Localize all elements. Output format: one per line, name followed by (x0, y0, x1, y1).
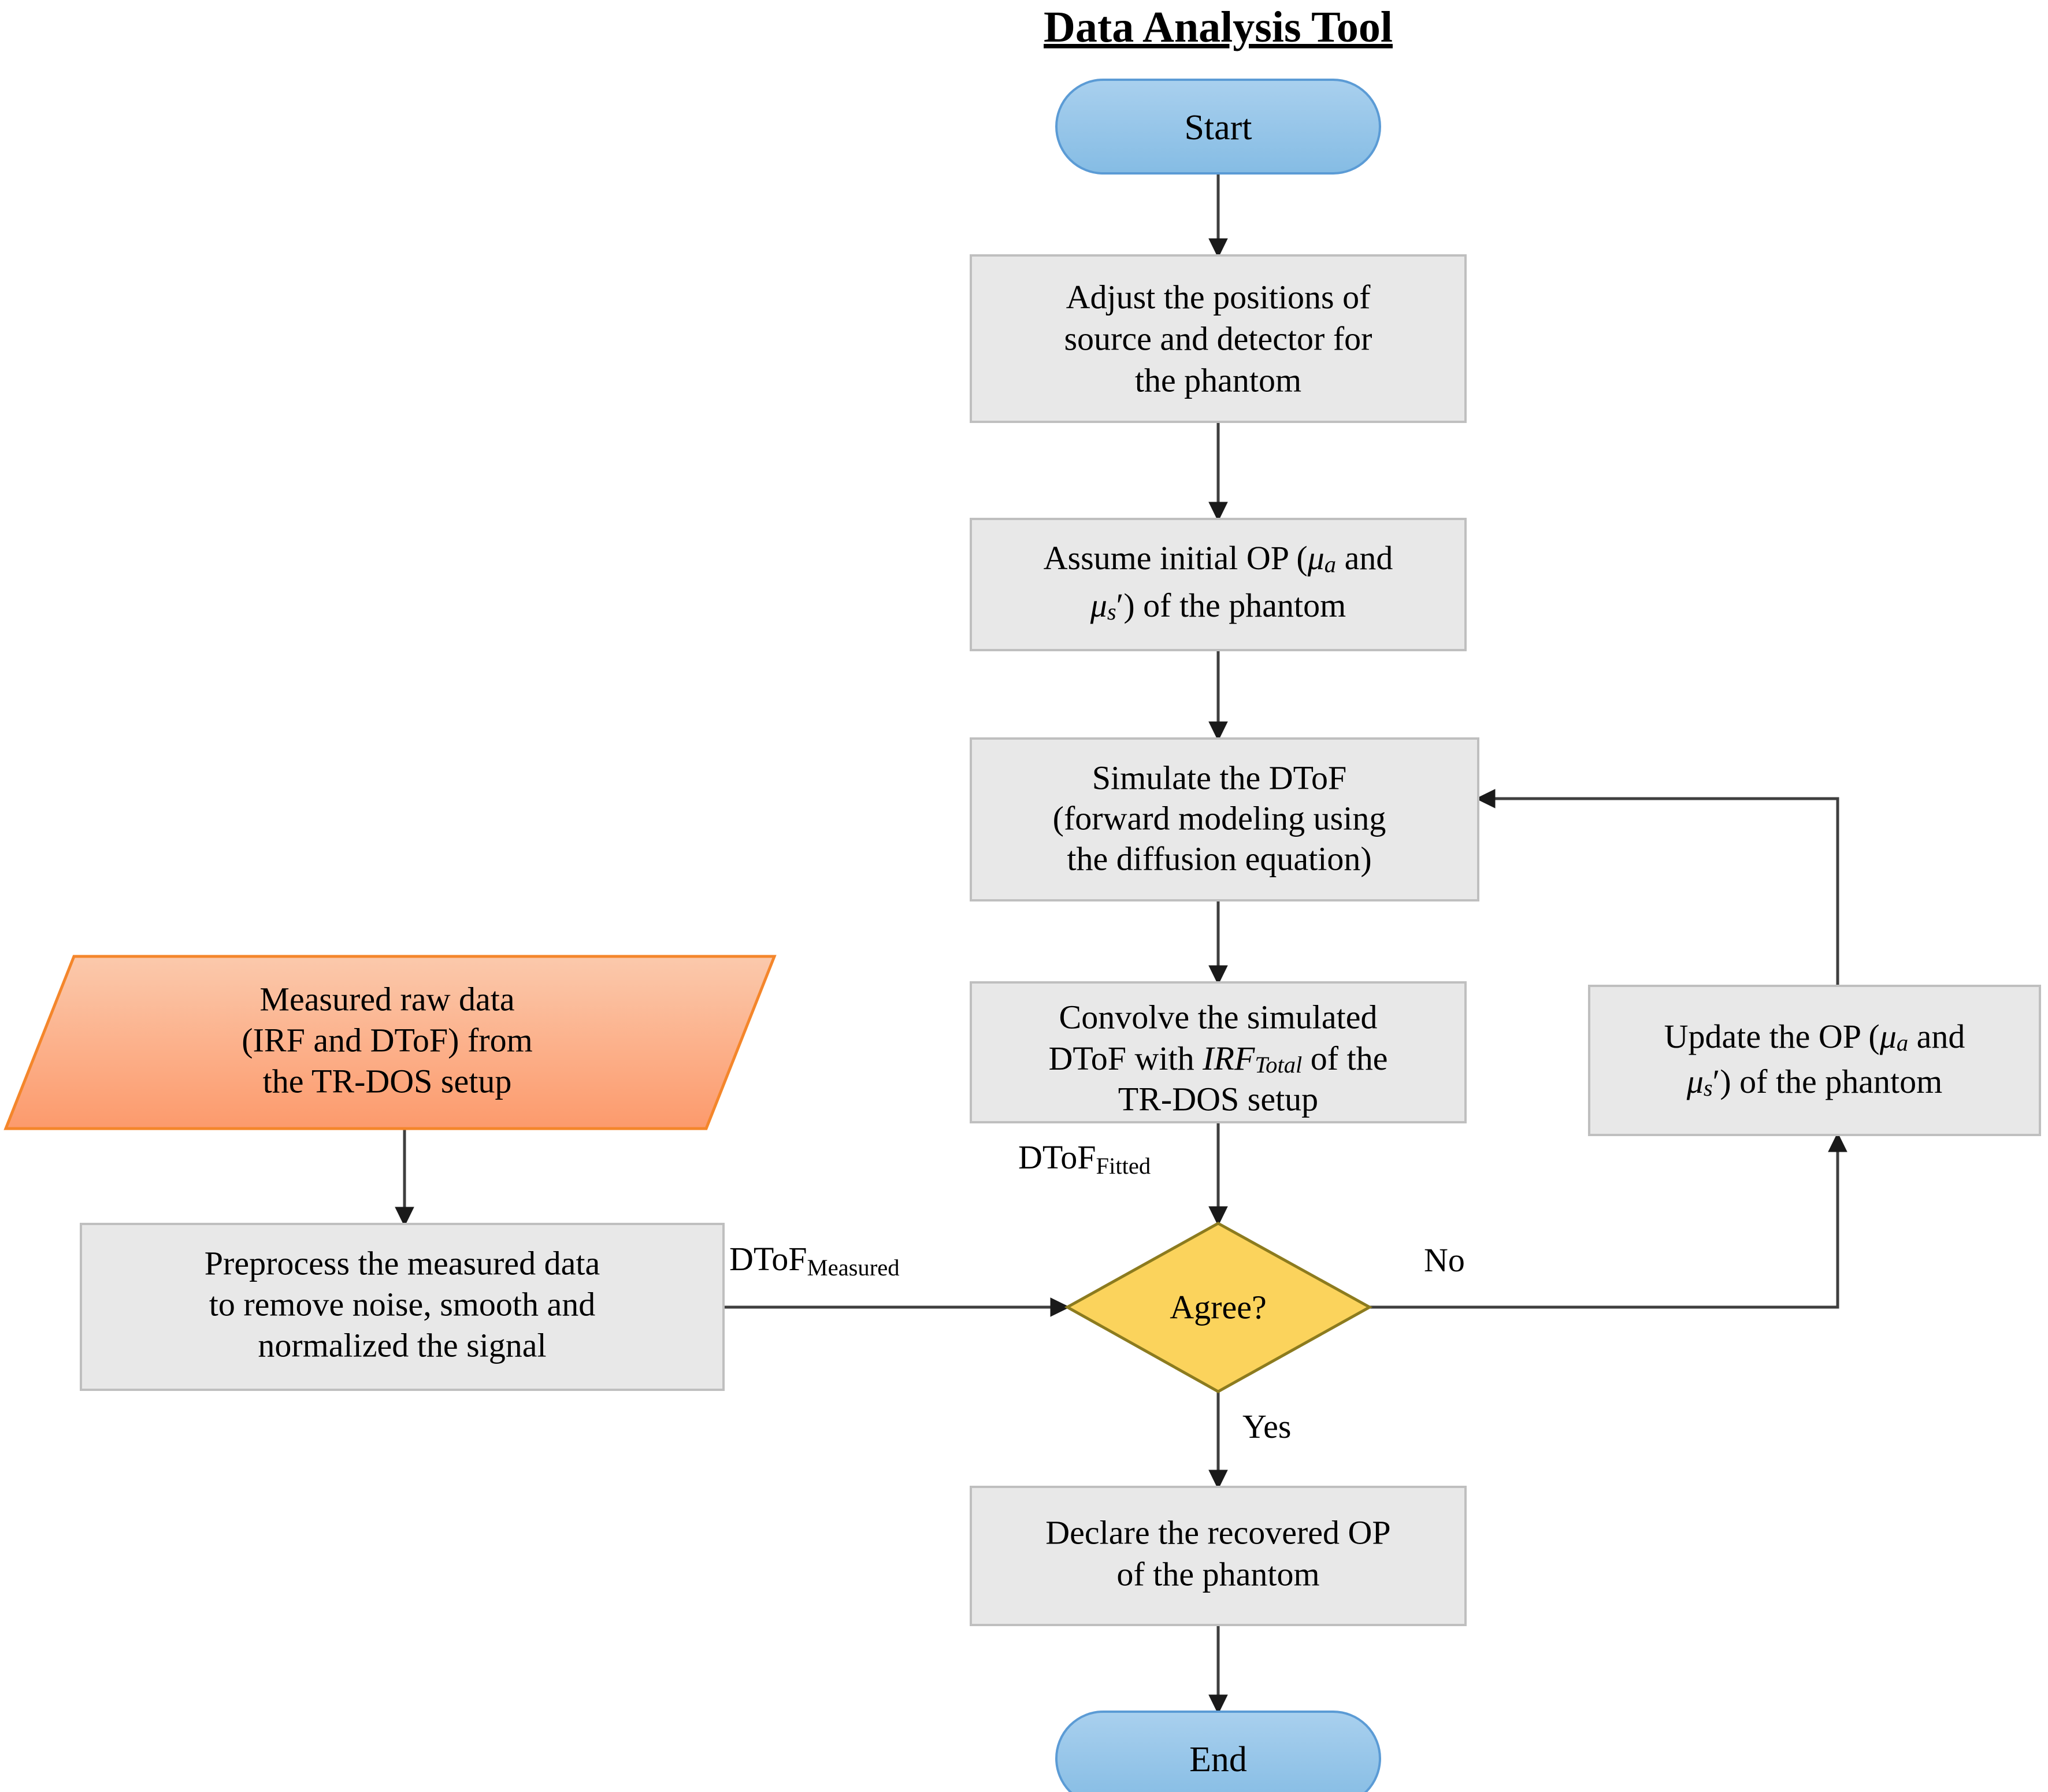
node-measured-raw-data[interactable]: Measured raw data (IRF and DToF) from th… (3, 955, 777, 1130)
declare-line-1: Declare the recovered OP (1045, 1513, 1390, 1551)
edge-decision-no-to-update (1370, 1132, 1847, 1309)
node-end[interactable]: End (1055, 1711, 1381, 1792)
assume-mu-a: μ (1307, 539, 1324, 577)
update-mu-s: μ (1686, 1063, 1704, 1100)
start-terminator-shape (1055, 79, 1381, 175)
edge-label-dtof-measured: DToFMeasured (729, 1240, 900, 1281)
update-line-2: μs′) of the phantom (1686, 1063, 1943, 1101)
convolve-line2-pre: DToF with (1049, 1040, 1203, 1077)
edge-label-dtof-fitted: DToFFitted (1018, 1138, 1151, 1179)
convolve-irf-sub: Total (1255, 1052, 1302, 1078)
node-adjust-positions[interactable]: Adjust the positions of source and detec… (970, 254, 1467, 423)
declare-line-2: of the phantom (1116, 1555, 1319, 1593)
dtof-measured-main: DToF (729, 1240, 807, 1278)
preprocess-line-3: normalized the signal (258, 1326, 546, 1364)
end-label: End (1189, 1740, 1247, 1779)
node-update-op[interactable]: Update the OP (μa and μs′) of the phanto… (1588, 985, 2041, 1136)
node-start[interactable]: Start (1055, 79, 1381, 175)
assume-line-2: μs′) of the phantom (1090, 587, 1346, 625)
update-process-shape (1588, 985, 2041, 1136)
simulate-process-shape (970, 737, 1479, 901)
node-declare-recovered-op[interactable]: Declare the recovered OP of the phantom (970, 1486, 1467, 1626)
dtof-fitted-sub: Fitted (1096, 1153, 1151, 1179)
decision-label: Agree? (1170, 1288, 1266, 1326)
assume-mu-s: μ (1090, 587, 1107, 624)
connector-layer: Update (right then up) --> Declare --> (395, 173, 1847, 1715)
assume-process-shape (970, 518, 1467, 651)
node-assume-initial-op[interactable]: Assume initial OP (μa and μs′) of the ph… (970, 518, 1467, 651)
edge-label-no: No (1424, 1241, 1465, 1279)
convolve-irf: IRF (1202, 1040, 1255, 1077)
start-label: Start (1184, 108, 1252, 147)
edge-label-yes: Yes (1242, 1408, 1291, 1445)
adjust-line-1: Adjust the positions of (1066, 278, 1371, 316)
adjust-line-2: source and detector for (1064, 320, 1372, 357)
dtof-fitted-main: DToF (1018, 1138, 1096, 1176)
update-sub-s: s (1704, 1075, 1713, 1101)
decision-diamond-shape (1064, 1222, 1373, 1393)
convolve-line-1: Convolve the simulated (1059, 998, 1378, 1036)
convolve-process-shape (970, 981, 1467, 1123)
assume-sub-s: s (1107, 599, 1116, 625)
update-line2-post: ′) of the phantom (1713, 1063, 1943, 1100)
assume-line1-pre: Assume initial OP ( (1044, 539, 1308, 577)
rawdata-io-shape (3, 955, 777, 1130)
assume-line2-post: ′) of the phantom (1116, 587, 1346, 624)
adjust-process-shape (970, 254, 1467, 423)
edge-update-to-simulate (1475, 789, 1839, 986)
convolve-line2-post: of the (1302, 1040, 1387, 1077)
adjust-line-3: the phantom (1135, 361, 1301, 399)
node-simulate-dtof[interactable]: Simulate the DToF (forward modeling usin… (970, 737, 1479, 901)
declare-process-shape (970, 1486, 1467, 1626)
simulate-line-1: Simulate the DToF (1092, 759, 1347, 796)
page-title: Data Analysis Tool (1044, 3, 1393, 51)
preprocess-line-1: Preprocess the measured data (205, 1244, 600, 1282)
preprocess-line-2: to remove noise, smooth and (209, 1285, 596, 1323)
assume-line1-post: and (1336, 539, 1393, 577)
update-line1-pre: Update the OP ( (1664, 1018, 1880, 1055)
preprocess-process-shape (80, 1223, 725, 1391)
update-mu-a: μ (1879, 1018, 1897, 1055)
dtof-measured-sub: Measured (807, 1255, 900, 1281)
node-preprocess-measured-data[interactable]: Preprocess the measured data to remove n… (80, 1223, 725, 1391)
update-line-1: Update the OP (μa and (1664, 1018, 1965, 1056)
node-convolve-dtof[interactable]: Convolve the simulated DToF with IRFTota… (970, 981, 1467, 1123)
update-line1-post: and (1908, 1018, 1965, 1055)
assume-line-1: Assume initial OP (μa and (1044, 539, 1393, 577)
update-sub-a: a (1897, 1030, 1908, 1056)
convolve-line-2: DToF with IRFTotal of the (1049, 1040, 1388, 1078)
rawdata-line-1: Measured raw data (259, 980, 514, 1018)
assume-sub-a: a (1324, 551, 1336, 577)
simulate-line-3: the diffusion equation) (1067, 840, 1371, 877)
rawdata-line-3: the TR-DOS setup (263, 1062, 512, 1100)
end-terminator-shape (1055, 1711, 1381, 1792)
simulate-line-2: (forward modeling using (1053, 799, 1386, 837)
node-decision-agree[interactable]: Agree? (1064, 1222, 1373, 1393)
convolve-line-3: TR-DOS setup (1118, 1080, 1318, 1118)
rawdata-line-2: (IRF and DToF) from (242, 1021, 532, 1059)
